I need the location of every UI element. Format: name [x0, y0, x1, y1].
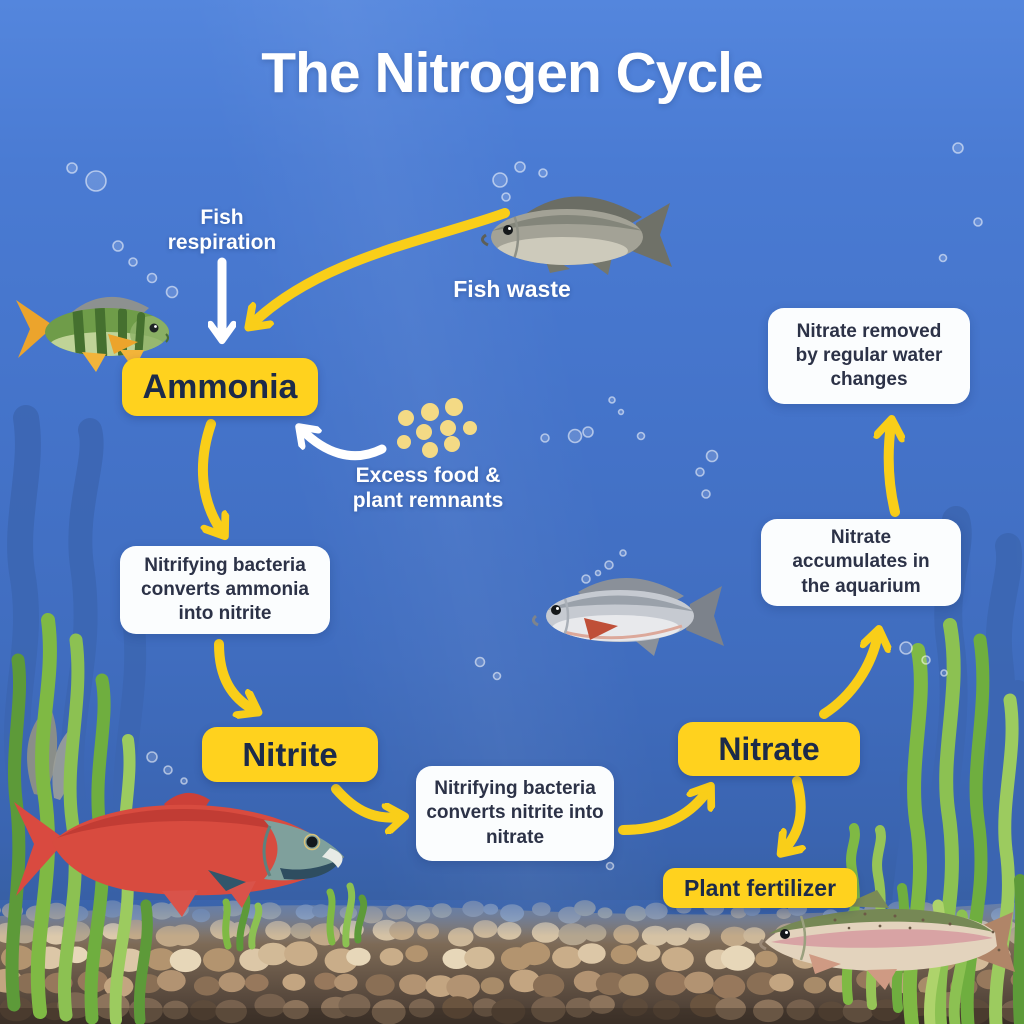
process-nitrate-accumulates: Nitrate accumulates in the aquarium [761, 519, 961, 606]
arrow-nitrate-to-accumulates [819, 634, 878, 719]
stage-nitrate: Nitrate [678, 722, 860, 776]
red-salmon-fish-icon [14, 792, 344, 917]
stage-nitrite: Nitrite [202, 727, 378, 782]
process-nitrate-removed: Nitrate removed by regular water changes [768, 308, 970, 404]
rainbow-trout-fish-icon [759, 890, 1015, 990]
arrow-ammonia-to-bacteria1 [198, 419, 222, 532]
stage-ammonia: Ammonia [122, 358, 318, 416]
arrow-nitrate-to-fertilizer [784, 776, 801, 850]
food-pellets-icon [397, 398, 477, 458]
process-nitrite-to-nitrate: Nitrifying bacteria converts nitrite int… [416, 766, 614, 861]
arrow-nitrite-to-bacteria2 [331, 784, 400, 818]
stage-plant-fertilizer: Plant fertilizer [663, 868, 857, 908]
page-title: The Nitrogen Cycle [261, 41, 763, 105]
arrow-accumulates-to-removed [889, 424, 895, 517]
label-fish-waste: Fish waste [453, 276, 571, 302]
arrow-bacteria1-to-nitrite [214, 639, 254, 710]
label-fish-respiration: Fish respiration [167, 206, 277, 254]
gray-carp-fish-icon [481, 196, 672, 275]
green-perch-fish-icon [16, 296, 169, 372]
arrow-excess-food-to-ammonia [302, 430, 387, 461]
process-ammonia-to-nitrite: Nitrifying bacteria converts ammonia int… [120, 546, 330, 634]
arrow-bacteria2-to-nitrate [618, 790, 708, 835]
arrow-fish-waste-to-ammonia [252, 208, 510, 324]
silver-fish-icon [531, 577, 724, 656]
label-excess-food: Excess food & plant remnants [352, 464, 504, 512]
